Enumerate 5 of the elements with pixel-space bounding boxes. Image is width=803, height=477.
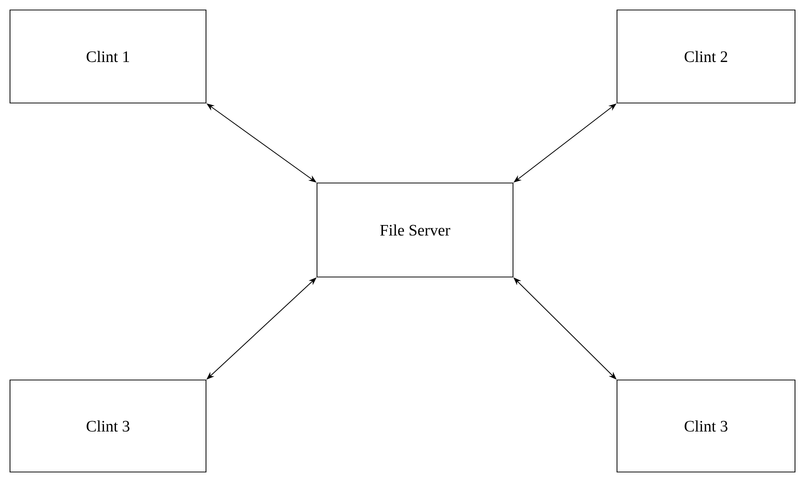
client-box: Clint 2 — [616, 10, 796, 104]
client-box: Clint 3 — [616, 380, 796, 472]
server-box: File Server — [316, 182, 514, 278]
client-box: Clint 3 — [10, 380, 206, 472]
client-box: Clint 1 — [10, 10, 206, 104]
